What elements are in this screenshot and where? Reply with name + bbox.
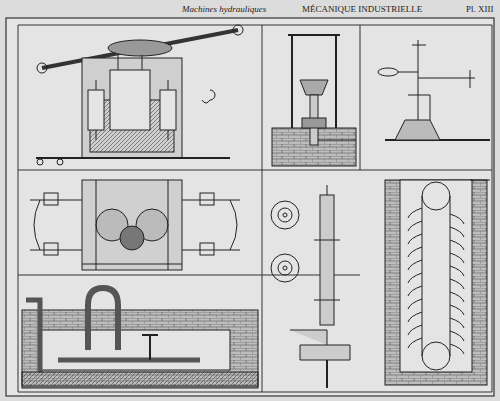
plate-label: MÉCANIQUE INDUSTRIELLE (300, 5, 424, 14)
plate-label: Pl. XIII (464, 5, 496, 14)
plate-label: Machines hydrauliques (180, 5, 268, 14)
